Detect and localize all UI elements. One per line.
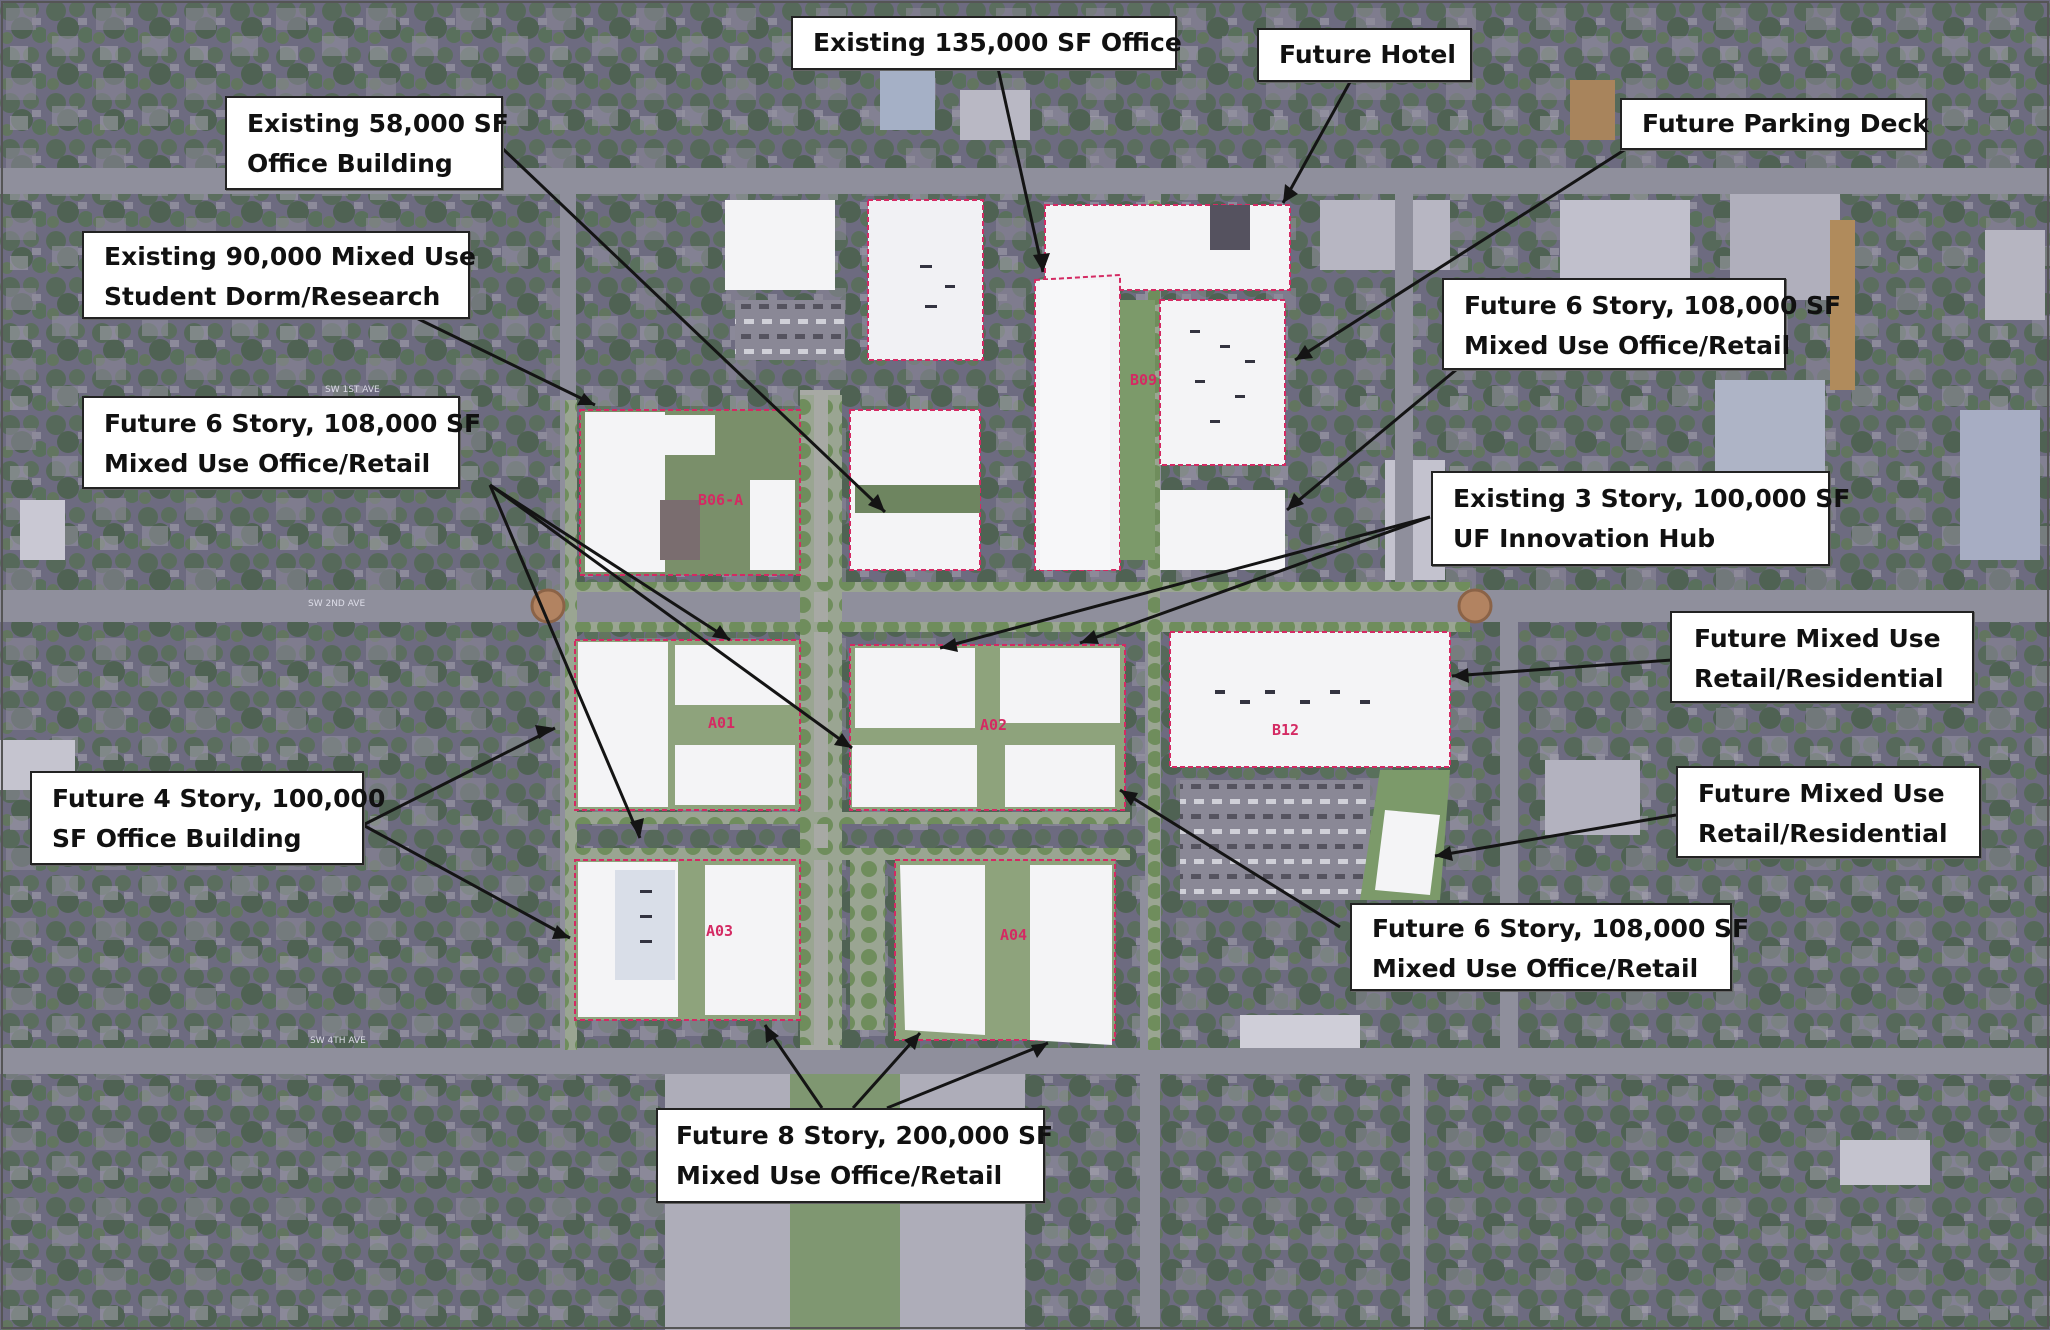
lot-label-b09: B09 [1130, 371, 1157, 389]
street-label-fourth: SW 4TH AVE [310, 1036, 366, 1046]
callout-future-6story-right: Future 6 Story, 108,000 SF Mixed Use Off… [1442, 278, 1841, 370]
lot-label-b12: B12 [1272, 721, 1299, 739]
development-blocks [574, 199, 1451, 1045]
street-label-first: SW 1ST AVE [325, 385, 380, 395]
callout-existing-90k-dorm: Existing 90,000 Mixed Use Student Dorm/R… [82, 231, 476, 319]
lot-label-a01: A01 [708, 714, 735, 732]
b12-parking-lot [1180, 780, 1370, 900]
roof-details [640, 265, 1370, 943]
callout-existing-135k-office: Existing 135,000 SF Office [791, 16, 1182, 70]
callout-future-parking-deck: Future Parking Deck [1620, 98, 1929, 150]
callout-future-4story-office: Future 4 Story, 100,000 SF Office Buildi… [30, 771, 385, 865]
north-parking-lot [735, 300, 845, 360]
lot-label-a03: A03 [706, 922, 733, 940]
callout-uf-innovation-hub: Existing 3 Story, 100,000 SF UF Innovati… [1431, 471, 1850, 566]
callout-future-6story-left: Future 6 Story, 108,000 SF Mixed Use Off… [82, 396, 481, 489]
callout-existing-58k-office: Existing 58,000 SF Office Building [225, 96, 509, 190]
lot-label-b06a: B06-A [698, 491, 743, 509]
street-label-second: SW 2ND AVE [308, 599, 365, 609]
callout-leader-lines [362, 67, 1677, 1110]
callout-future-6story-bottom: Future 6 Story, 108,000 SF Mixed Use Off… [1350, 903, 1749, 991]
lot-label-a04: A04 [1000, 926, 1027, 944]
lot-label-a02: A02 [980, 716, 1007, 734]
east-roundabout [1457, 588, 1493, 624]
callout-arrowheads [535, 184, 1469, 1058]
callout-future-retail-residential-2: Future Mixed Use Retail/Residential [1676, 766, 1981, 858]
callout-future-retail-residential-1: Future Mixed Use Retail/Residential [1670, 611, 1974, 703]
callout-future-hotel: Future Hotel [1257, 28, 1472, 82]
callout-future-8story: Future 8 Story, 200,000 SF Mixed Use Off… [656, 1108, 1053, 1203]
